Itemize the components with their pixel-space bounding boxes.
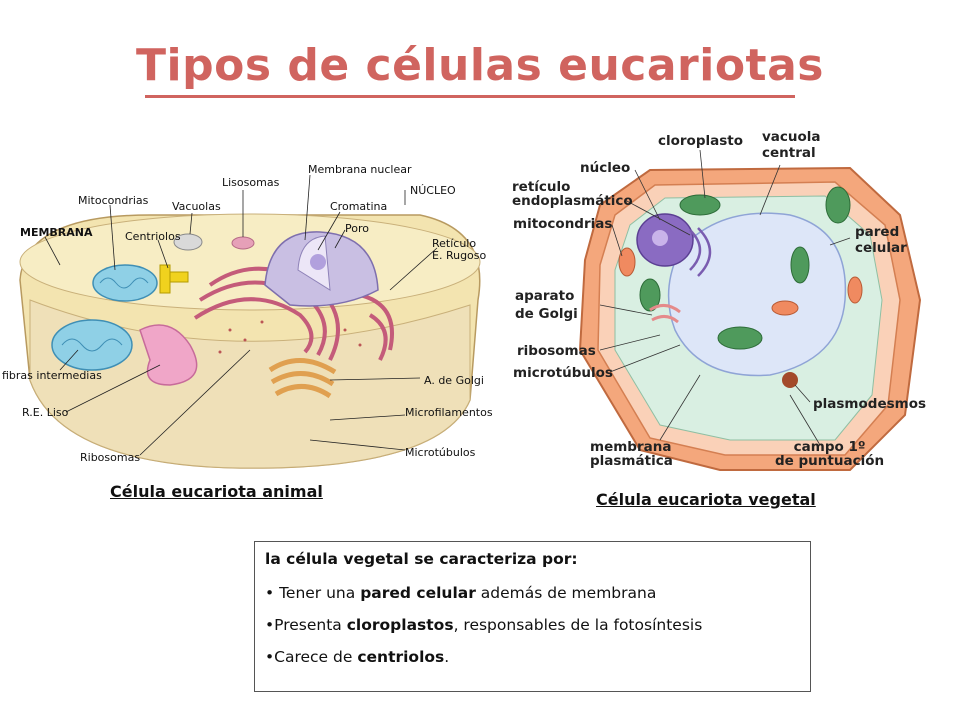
info-line1-end: además de membrana — [475, 584, 657, 602]
label-ribosomas: Ribosomas — [80, 451, 141, 464]
info-line-centriolos: •Carece de centriolos. — [265, 648, 800, 666]
info-line1-bold: pared celular — [360, 584, 476, 602]
label-mitocondrias: Mitocondrias — [78, 194, 149, 207]
info-line2-bold: cloroplastos — [346, 616, 454, 634]
info-line1-text: • Tener una — [265, 584, 361, 602]
info-line2-text: •Presenta — [265, 616, 347, 634]
label-poro: Poro — [345, 222, 369, 235]
info-line3-text: •Carece de — [265, 648, 358, 666]
animal-caption: Célula eucariota animal — [110, 482, 323, 501]
label-microfilamentos: Microfilamentos — [405, 406, 493, 419]
label-nucleo: NÚCLEO — [410, 184, 456, 197]
label-golgi: A. de Golgi — [424, 374, 484, 387]
label-centriolos: Centriolos — [125, 230, 181, 243]
label-nucleo-vegetal: núcleo — [580, 160, 631, 176]
label-mitocondrias-vegetal: mitocondrias — [513, 216, 613, 232]
title-underline — [145, 95, 795, 98]
label-plasmodesmos: plasmodesmos — [813, 396, 927, 412]
label-membrana-plasmatica: membrana plasmática — [590, 439, 673, 469]
label-re-liso: R.E. Liso — [22, 406, 69, 419]
label-cromatina: Cromatina — [330, 200, 388, 213]
label-cloroplasto: cloroplasto — [658, 133, 744, 149]
label-pared-celular: pared celular — [855, 224, 907, 256]
label-membrana-nuclear: Membrana nuclear — [308, 163, 412, 176]
label-ribosomas-vegetal: ribosomas — [517, 343, 596, 359]
label-lisosomas: Lisosomas — [222, 176, 280, 189]
label-vacuola-central: vacuola central — [762, 129, 821, 161]
info-heading: la célula vegetal se caracteriza por: — [265, 550, 578, 568]
info-line3-end: . — [444, 648, 450, 666]
label-aparato-golgi: aparato de Golgi — [515, 288, 578, 322]
label-microtubulos: Microtúbulos — [405, 446, 476, 459]
label-microtubulos-vegetal: microtúbulos — [513, 365, 613, 381]
page-title: Tipos de células eucariotas — [136, 40, 824, 91]
info-box: la célula vegetal se caracteriza por: • … — [254, 541, 811, 692]
label-reticulo-endoplasmatico: retículo endoplasmático — [512, 179, 633, 209]
info-line-pared: • Tener una pared celular además de memb… — [265, 584, 800, 602]
label-reticulo-rugoso: Retículo E. Rugoso — [432, 237, 487, 262]
label-membrana: MEMBRANA — [20, 226, 93, 239]
label-vacuolas: Vacuolas — [172, 200, 221, 213]
info-line3-bold: centriolos — [357, 648, 445, 666]
label-fibras: fibras intermedias — [2, 369, 102, 382]
info-line2-end: , responsables de la fotosíntesis — [453, 616, 703, 634]
label-campo-puntuacion: campo 1º de puntuación — [775, 439, 885, 469]
plant-caption: Célula eucariota vegetal — [596, 490, 816, 509]
info-line-cloroplastos: •Presenta cloroplastos, responsables de … — [265, 616, 800, 634]
